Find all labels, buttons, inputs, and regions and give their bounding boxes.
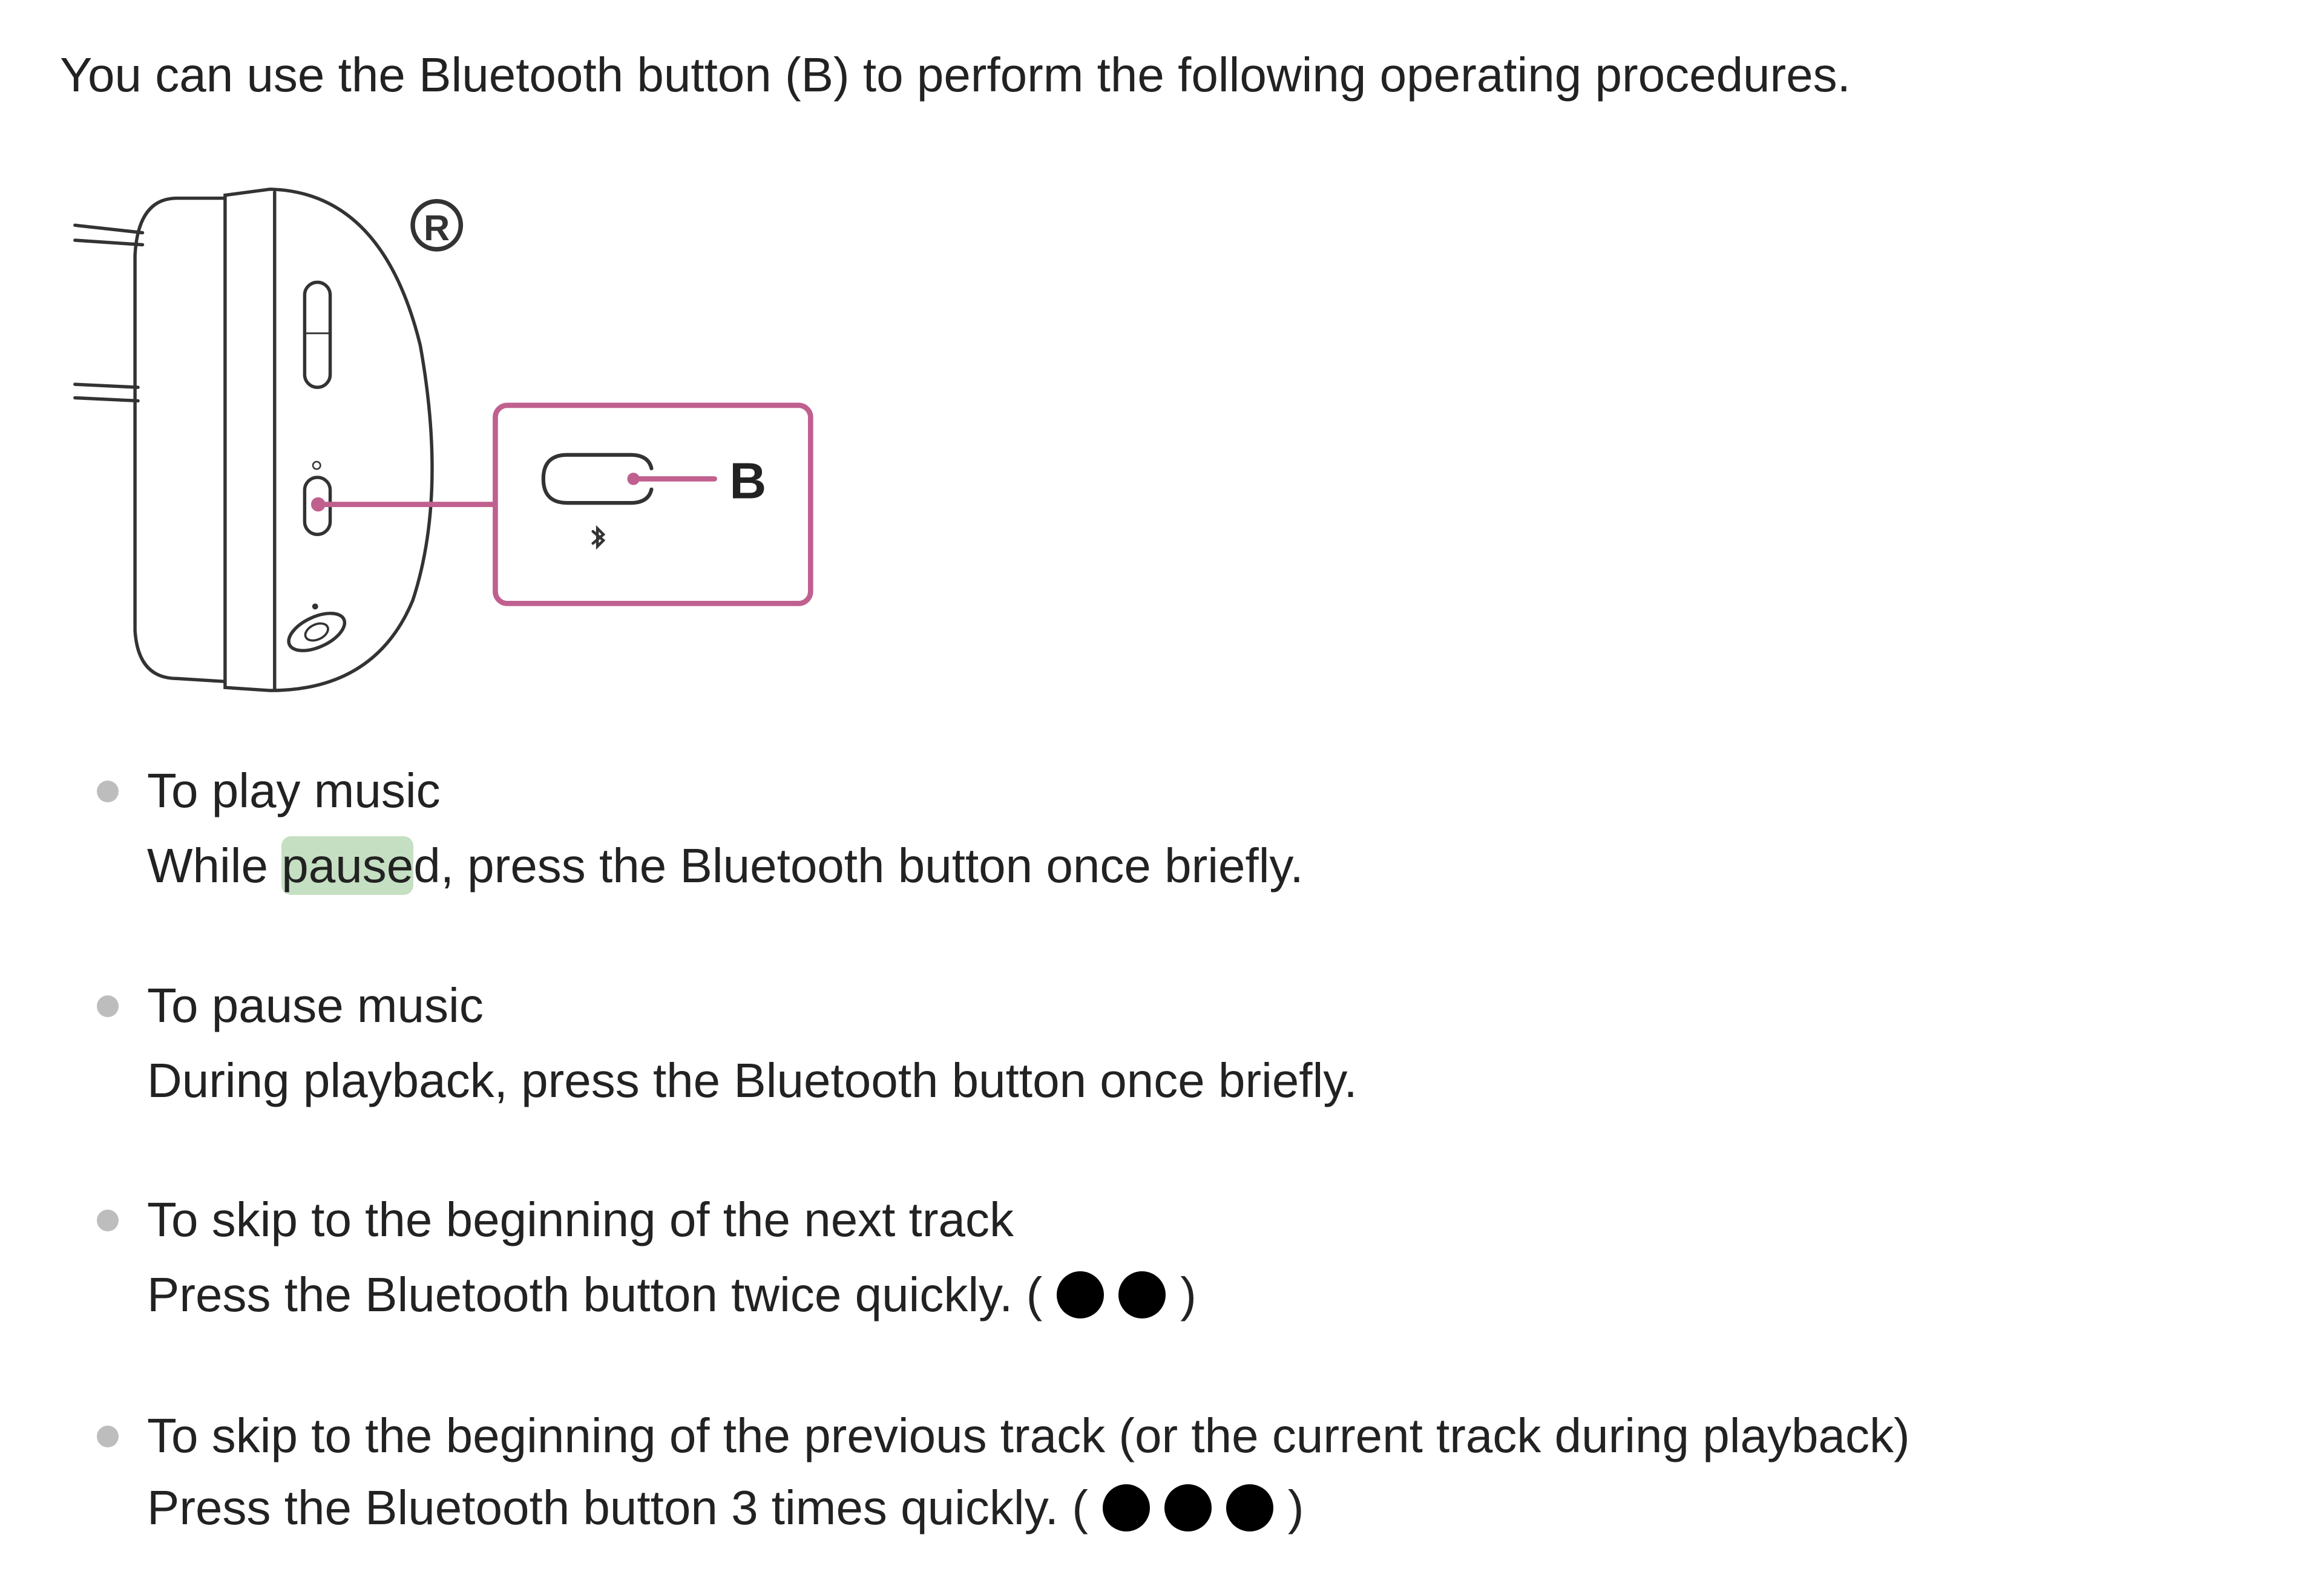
- volume-slider: [303, 280, 332, 389]
- press-dot-icon: [1118, 1271, 1166, 1318]
- button-closeup: [541, 453, 654, 505]
- bullet-icon: [97, 1210, 119, 1231]
- bluetooth-icon: [591, 525, 606, 550]
- item-title: To pause music: [147, 978, 484, 1032]
- desc-text: Press the Bluetooth button 3 times quick…: [147, 1481, 1088, 1534]
- headband-icon: [73, 223, 145, 403]
- button-b-label: B: [729, 453, 766, 509]
- bullet-icon: [97, 781, 119, 802]
- ear-pad: [133, 196, 227, 684]
- desc-text: While: [147, 839, 282, 892]
- item-description: While paused, press the Bluetooth button…: [147, 836, 1304, 896]
- desc-text: ): [1287, 1481, 1304, 1534]
- right-side-mark: [410, 198, 464, 252]
- item-title: To play music: [147, 764, 441, 817]
- power-button-icon: [287, 603, 347, 652]
- item-description: Press the Bluetooth button 3 times quick…: [147, 1478, 1304, 1538]
- press-dot-icon: [1102, 1484, 1150, 1531]
- item-title: To skip to the beginning of the previous…: [147, 1409, 1910, 1462]
- press-dot-icon: [1057, 1271, 1105, 1318]
- search-highlight: pause: [281, 836, 414, 895]
- press-dot-icon: [1226, 1484, 1273, 1531]
- ear-cup-housing: [223, 187, 434, 692]
- bullet-icon: [97, 1426, 119, 1447]
- headphone-illustration: R B: [73, 187, 813, 692]
- desc-text: ): [1180, 1268, 1196, 1321]
- right-side-label: R: [424, 208, 450, 248]
- intro-text: You can use the Bluetooth button (B) to …: [60, 48, 1851, 102]
- press-dot-icon: [1164, 1484, 1212, 1531]
- item-title: To skip to the beginning of the next tra…: [147, 1193, 1014, 1246]
- item-description: Press the Bluetooth button twice quickly…: [147, 1265, 1196, 1325]
- callout-box: [493, 402, 813, 606]
- desc-text: Press the Bluetooth button twice quickly…: [147, 1268, 1043, 1321]
- desc-text: d, press the Bluetooth button once brief…: [413, 839, 1304, 892]
- bullet-icon: [97, 995, 119, 1017]
- item-description: During playback, press the Bluetooth but…: [147, 1053, 1357, 1107]
